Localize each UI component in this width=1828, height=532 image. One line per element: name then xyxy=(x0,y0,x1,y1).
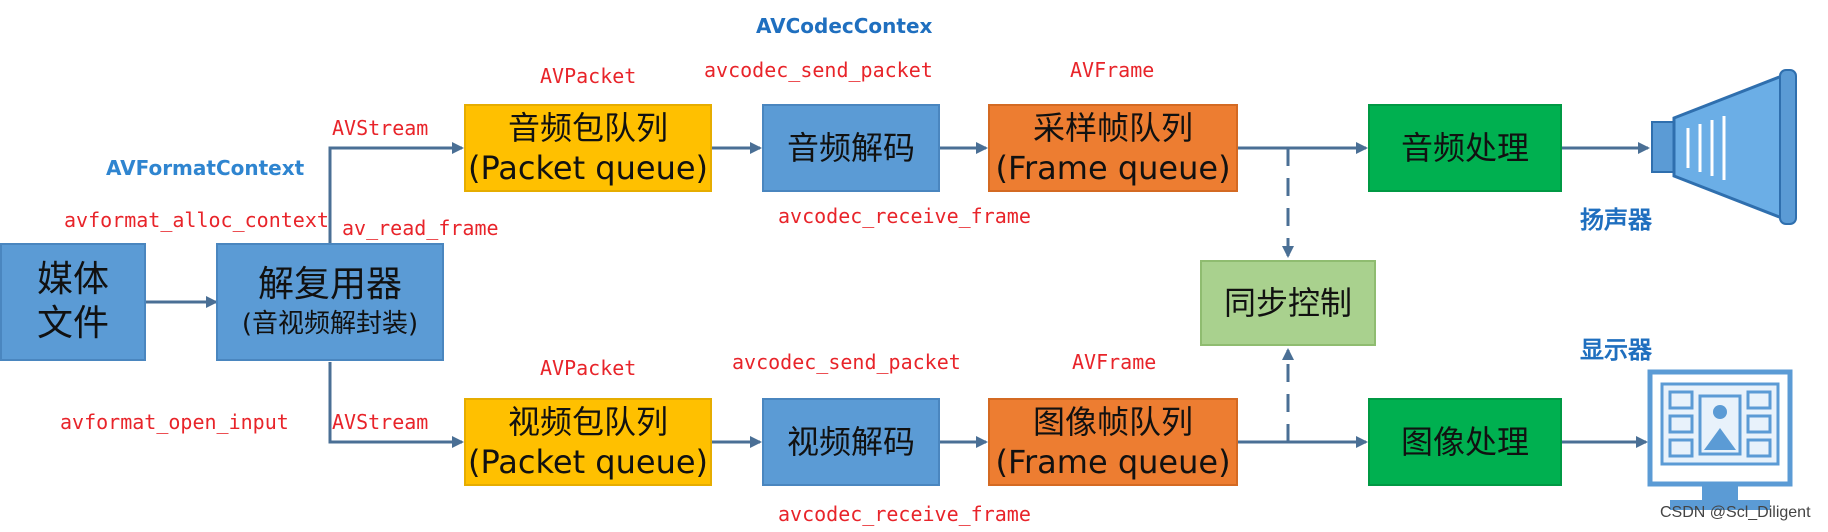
av-read-frame-label: av_read_frame xyxy=(342,216,499,240)
video-packet-queue-box: 视频包队列 (Packet queue) xyxy=(464,398,712,486)
avcodec-receive-frame-top-label: avcodec_receive_frame xyxy=(778,204,1031,228)
demuxer-box: 解复用器 (音视频解封装) xyxy=(216,243,444,361)
speaker-label: 扬声器 xyxy=(1580,206,1652,234)
media-file-line1: 媒体 xyxy=(36,259,109,300)
video-packet-queue-subtitle: (Packet queue) xyxy=(467,443,709,481)
audio-packet-queue-box: 音频包队列 (Packet queue) xyxy=(464,104,712,192)
audio-packet-queue-subtitle: (Packet queue) xyxy=(467,149,709,187)
avcodec-send-packet-bottom-label: avcodec_send_packet xyxy=(732,350,961,374)
avformat-alloc-context-label: avformat_alloc_context xyxy=(64,208,329,232)
audio-process-box: 音频处理 xyxy=(1368,104,1562,192)
avstream-top-label: AVStream xyxy=(332,116,429,140)
audio-packet-queue-title: 音频包队列 xyxy=(507,109,668,147)
video-packet-queue-title: 视频包队列 xyxy=(507,403,668,441)
video-decode-title: 视频解码 xyxy=(786,423,915,461)
speaker-icon xyxy=(1651,69,1797,225)
video-process-title: 图像处理 xyxy=(1400,423,1529,461)
sync-control-box: 同步控制 xyxy=(1200,260,1376,346)
video-frame-queue-title: 图像帧队列 xyxy=(1032,403,1193,441)
demuxer-subtitle: (音视频解封装) xyxy=(241,309,419,339)
video-frame-queue-subtitle: (Frame queue) xyxy=(995,443,1231,481)
video-process-box: 图像处理 xyxy=(1368,398,1562,486)
avpacket-bottom-label: AVPacket xyxy=(540,356,637,380)
sync-control-title: 同步控制 xyxy=(1223,284,1352,322)
media-file-line2: 文件 xyxy=(36,303,109,344)
avframe-top-label: AVFrame xyxy=(1070,58,1155,82)
audio-decode-box: 音频解码 xyxy=(762,104,940,192)
audio-frame-queue-subtitle: (Frame queue) xyxy=(995,149,1231,187)
avpacket-top-label: AVPacket xyxy=(540,64,637,88)
avframe-bottom-label: AVFrame xyxy=(1072,350,1157,374)
avcodec-context-label: AVCodecContex xyxy=(756,14,933,38)
audio-decode-title: 音频解码 xyxy=(786,129,915,167)
media-file-box: 媒体 文件 xyxy=(0,243,146,361)
video-frame-queue-box: 图像帧队列 (Frame queue) xyxy=(988,398,1238,486)
arrow-demuxer-to-audio-queue xyxy=(328,142,464,243)
avcodec-send-packet-top-label: avcodec_send_packet xyxy=(704,58,933,82)
video-decode-box: 视频解码 xyxy=(762,398,940,486)
audio-frame-queue-title: 采样帧队列 xyxy=(1032,109,1193,147)
audio-process-title: 音频处理 xyxy=(1400,129,1529,167)
avformat-open-input-label: avformat_open_input xyxy=(60,410,289,434)
audio-frame-queue-box: 采样帧队列 (Frame queue) xyxy=(988,104,1238,192)
display-label: 显示器 xyxy=(1580,336,1652,364)
demuxer-title: 解复用器 xyxy=(257,264,402,305)
avformat-context-label: AVFormatContext xyxy=(106,156,305,180)
watermark-label: CSDN @Scl_Diligent xyxy=(1660,504,1811,521)
avstream-bottom-label: AVStream xyxy=(332,410,429,434)
monitor-icon xyxy=(1647,369,1793,510)
avcodec-receive-frame-bottom-label: avcodec_receive_frame xyxy=(778,502,1031,526)
arrow-demuxer-to-video-queue xyxy=(328,362,464,448)
